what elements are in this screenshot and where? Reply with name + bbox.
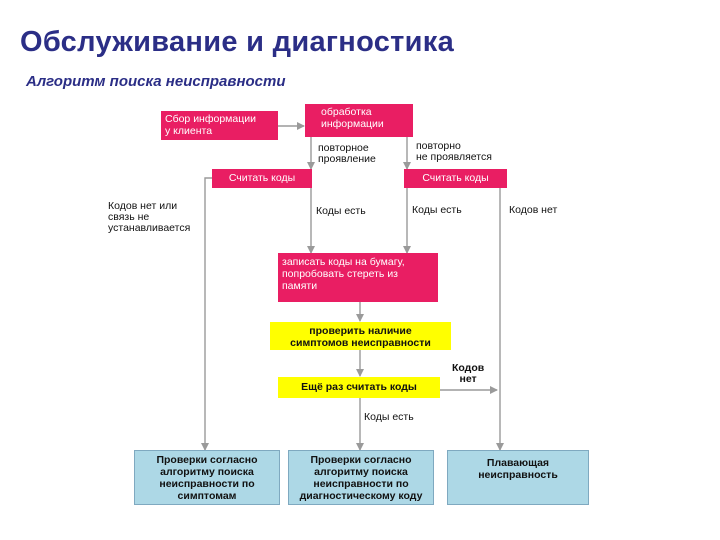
read-codes-left-box: Считать коды xyxy=(212,169,312,188)
label-no-repeat: повторно не проявляется xyxy=(416,140,492,163)
process-info-box: обработка информации xyxy=(305,104,413,137)
label-codes-no-mid: Кодов нет xyxy=(452,362,485,385)
line-readright-floating xyxy=(496,177,507,451)
collect-info-box: Сбор информации у клиента xyxy=(161,111,278,140)
write-codes-box: записать коды на бумагу, попробовать сте… xyxy=(278,253,438,302)
page-subtitle: Алгоритм поиска неисправности xyxy=(26,73,286,90)
label-repeat: повторное проявление xyxy=(318,142,376,165)
by-symptoms-box: Проверки согласно алгоритму поиска неисп… xyxy=(134,450,280,505)
by-code-box: Проверки согласно алгоритму поиска неисп… xyxy=(288,450,434,505)
page-title: Обслуживание и диагностика xyxy=(20,26,455,58)
label-codes-yes-left: Коды есть xyxy=(316,205,366,217)
label-codes-yes-right: Коды есть xyxy=(412,204,462,216)
label-no-codes-or-link: Кодов нет или связь не устанавливается xyxy=(108,200,191,234)
floating-box: Плавающая неисправность xyxy=(447,450,589,505)
check-symptoms-box: проверить наличие симптомов неисправност… xyxy=(270,322,451,350)
read-again-box: Ещё раз считать коды xyxy=(278,377,440,398)
label-codes-no-right: Кодов нет xyxy=(509,204,558,216)
label-codes-yes-bottom: Коды есть xyxy=(364,411,414,423)
read-codes-right-box: Считать коды xyxy=(404,169,507,188)
line-readleft-left xyxy=(201,177,212,451)
